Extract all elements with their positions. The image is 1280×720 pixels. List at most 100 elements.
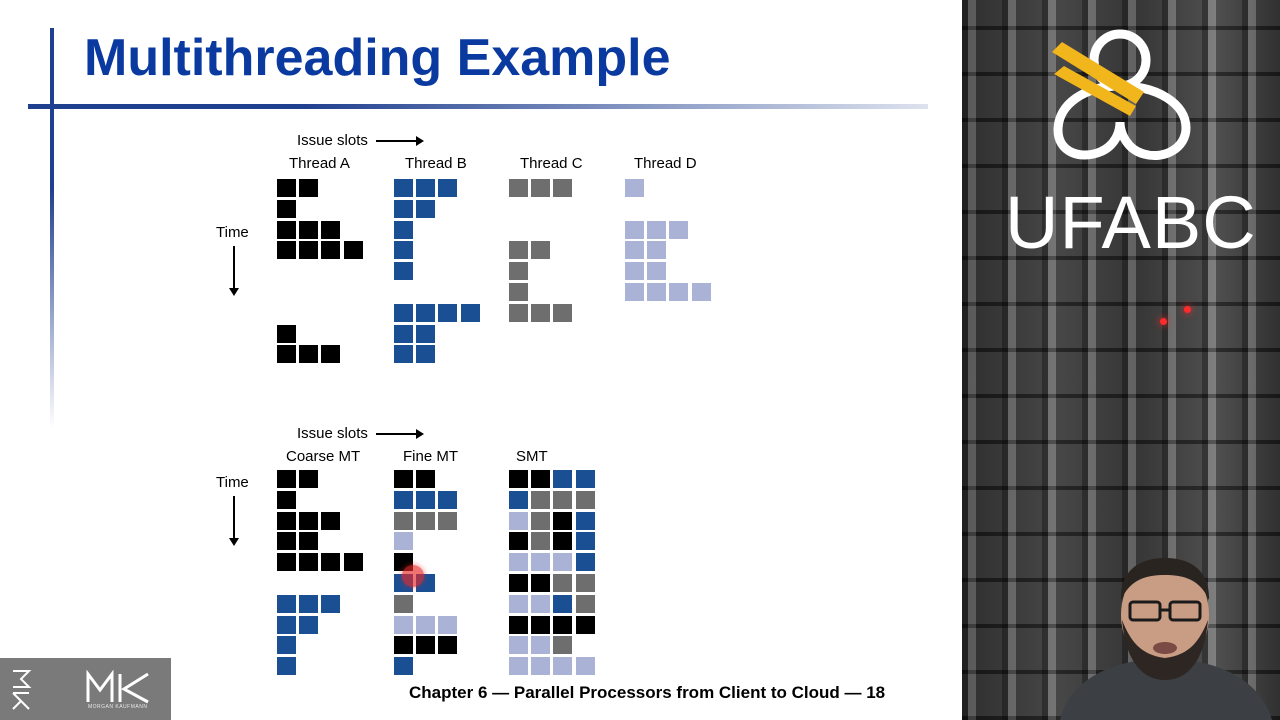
- thread-b-slot: [321, 594, 341, 613]
- thread-b-slot: [277, 657, 296, 676]
- thread-c-slot: [531, 490, 551, 509]
- ufabc-emblem-icon: [1052, 29, 1191, 160]
- laser-pointer-dot: [402, 565, 424, 587]
- thread-a-slot: [299, 511, 319, 530]
- thread-a-slot: [509, 470, 528, 488]
- thread-d-slot: [531, 636, 551, 655]
- thread-b-slot: [394, 345, 413, 364]
- thread-a-slot: [416, 470, 436, 488]
- thread-b-slot: [460, 303, 480, 322]
- thread-b-slot: [553, 470, 573, 488]
- thread-a-slot: [321, 511, 341, 530]
- thread-d-slot: [553, 657, 573, 676]
- thread-a-slot: [509, 532, 528, 551]
- thread-a-slot: [277, 179, 296, 197]
- thread-d-slot: [575, 657, 595, 676]
- title-horizontal-rule: [28, 104, 928, 109]
- header-smt: SMT: [516, 448, 548, 465]
- thread-d-slot: [553, 553, 573, 572]
- thread-d-slot: [625, 262, 644, 281]
- header-fine-mt: Fine MT: [403, 448, 459, 465]
- header-thread-c: Thread C: [520, 155, 583, 172]
- publisher-logo-mk-icon: [86, 670, 149, 704]
- header-thread-d: Thread D: [634, 155, 697, 172]
- thread-c-slot: [553, 636, 573, 655]
- thread-c-slot: [416, 511, 436, 530]
- thread-a-slot: [531, 574, 551, 592]
- thread-b-slot: [394, 179, 413, 197]
- thread-c-slot: [531, 241, 551, 260]
- thread-c-slot: [553, 303, 573, 322]
- thread-b-slot: [553, 594, 573, 613]
- thread-c-slot: [575, 490, 595, 509]
- thread-b-slot: [416, 324, 436, 343]
- thread-d-slot: [394, 615, 413, 634]
- thread-b-slot: [277, 636, 296, 655]
- thread-d-slot: [669, 283, 689, 301]
- thread-a-slot: [299, 220, 319, 239]
- thread-c-slot: [438, 511, 458, 530]
- thread-d-slot: [509, 553, 528, 572]
- thread-a-slot: [299, 179, 319, 197]
- thread-a-slot: [277, 241, 296, 260]
- thread-a-slot: [277, 199, 296, 218]
- thread-a-slot: [394, 636, 413, 655]
- thread-b-slot: [438, 179, 458, 197]
- thread-c-slot: [531, 511, 551, 530]
- red-light: [1160, 318, 1167, 325]
- thread-d-slot: [531, 594, 551, 613]
- thread-b-slot: [575, 553, 595, 572]
- thread-c-slot: [531, 179, 551, 197]
- publisher-name: MORGAN KAUFMANN: [88, 704, 148, 710]
- thread-a-slot: [321, 345, 341, 364]
- publisher-logo-box: [0, 658, 171, 720]
- thread-a-slot: [277, 345, 296, 364]
- thread-a-slot: [277, 532, 296, 551]
- thread-a-slot: [394, 470, 413, 488]
- thread-d-slot: [438, 615, 458, 634]
- thread-d-slot: [509, 511, 528, 530]
- thread-b-slot: [394, 324, 413, 343]
- red-light: [1184, 306, 1191, 313]
- thread-a-slot: [531, 615, 551, 634]
- title-vertical-rule: [50, 28, 54, 428]
- thread-d-slot: [394, 532, 413, 551]
- thread-a-slot: [321, 553, 341, 572]
- thread-d-slot: [509, 657, 528, 676]
- thread-a-slot: [575, 615, 595, 634]
- thread-c-slot: [575, 594, 595, 613]
- thread-c-slot: [394, 594, 413, 613]
- thread-a-slot: [299, 345, 319, 364]
- thread-a-slot: [343, 241, 363, 260]
- thread-a-slot: [277, 324, 296, 343]
- publisher-logo-vertical-icon: [12, 670, 32, 710]
- thread-c-slot: [553, 179, 573, 197]
- thread-d-slot: [625, 179, 644, 197]
- thread-d-slot: [625, 241, 644, 260]
- thread-b-slot: [416, 490, 436, 509]
- thread-d-slot: [509, 636, 528, 655]
- slide-title: Multithreading Example: [84, 29, 671, 87]
- slide-footer: Chapter 6 — Parallel Processors from Cli…: [409, 683, 886, 702]
- header-coarse-mt: Coarse MT: [286, 448, 361, 465]
- thread-d-slot: [691, 283, 711, 301]
- bottom-issue-slots-arrow: [376, 429, 424, 439]
- thread-b-slot: [575, 470, 595, 488]
- top-time-arrow: [230, 246, 238, 296]
- thread-a-slot: [277, 511, 296, 530]
- thread-b-slot: [416, 199, 436, 218]
- thread-b-slot: [299, 594, 319, 613]
- thread-a-slot: [277, 490, 296, 509]
- thread-a-slot: [416, 636, 436, 655]
- thread-c-slot: [575, 574, 595, 592]
- slide: Multithreading Example Issue slots Threa…: [0, 28, 928, 720]
- thread-b-slot: [394, 241, 413, 260]
- thread-b-slot: [575, 511, 595, 530]
- thread-c-slot: [509, 262, 528, 281]
- thread-a-slot: [321, 220, 341, 239]
- thread-b-slot: [277, 615, 296, 634]
- bottom-time-arrow: [230, 496, 238, 546]
- thread-b-slot: [438, 303, 458, 322]
- thread-a-slot: [553, 532, 573, 551]
- thread-c-slot: [394, 511, 413, 530]
